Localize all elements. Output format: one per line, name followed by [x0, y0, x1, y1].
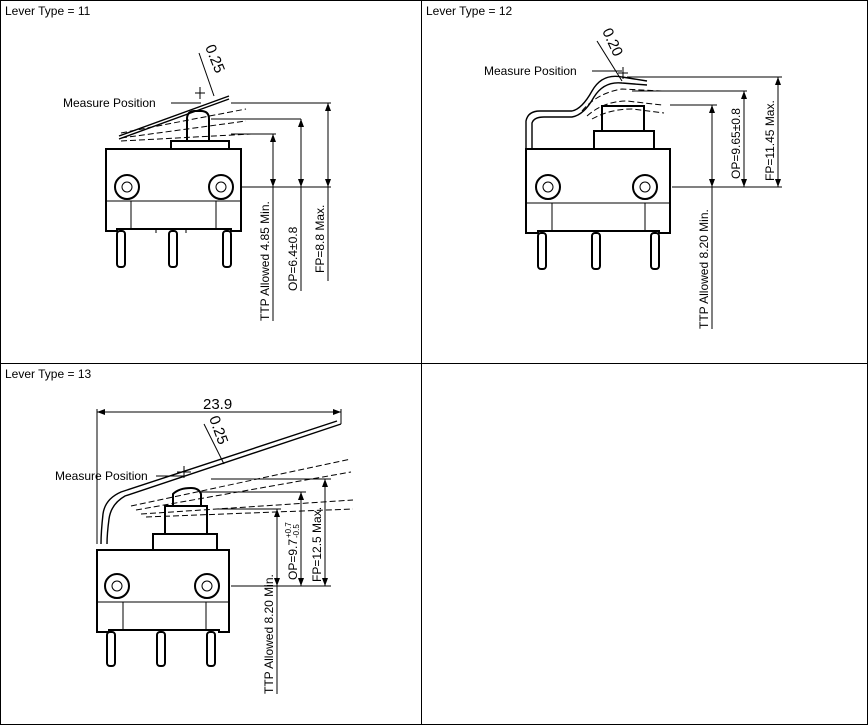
width-label: 23.9: [203, 396, 232, 413]
measure-position-label: Measure Position: [55, 469, 148, 483]
measure-position-label: Measure Position: [63, 96, 156, 110]
svg-text:+0.7: +0.7: [284, 522, 293, 538]
op-dim: OP=6.4±0.8: [286, 226, 300, 291]
ttp-dim: TTP Allowed 4.85 Min.: [258, 201, 272, 321]
svg-text:OP=9.7: OP=9.7: [286, 539, 300, 580]
op-dim: OP=9.7 +0.7 -0.5: [284, 522, 301, 580]
fp-dim: FP=12.5 Max.: [310, 507, 324, 582]
ttp-dim: TTP Allowed 8.20 Min.: [262, 574, 276, 694]
panel-title: Lever Type = 13: [5, 367, 92, 381]
measure-position-label: Measure Position: [484, 64, 577, 78]
switch-drawing-13: 23.9 0.25 Measure Position OP=9.7: [55, 396, 354, 694]
switch-drawing-12: 0.20 Measure Position OP=9.65±0.8 FP=11.…: [484, 26, 782, 329]
fp-dim: FP=11.45 Max.: [763, 100, 777, 181]
panel-lever-type-12: Lever Type = 12 0.20 Measure Positio: [421, 0, 868, 364]
op-dim: OP=9.65±0.8: [729, 108, 743, 179]
panel-lever-type-11: Lever Type = 11: [0, 0, 422, 364]
ttp-dim: TTP Allowed 8.20 Min.: [697, 209, 711, 329]
angle-label: 0.20: [598, 26, 626, 60]
panel-lever-type-13: Lever Type = 13: [0, 363, 422, 725]
panel-title: Lever Type = 11: [5, 4, 91, 18]
angle-label: 0.25: [205, 414, 231, 447]
switch-drawing-11: 0.25 Measure Position TTP Allowed 4.85 M…: [63, 42, 331, 321]
panel-title: Lever Type = 12: [426, 4, 513, 18]
panel-empty: [421, 363, 868, 725]
fp-dim: FP=8.8 Max.: [313, 205, 327, 273]
svg-text:-0.5: -0.5: [292, 524, 301, 538]
